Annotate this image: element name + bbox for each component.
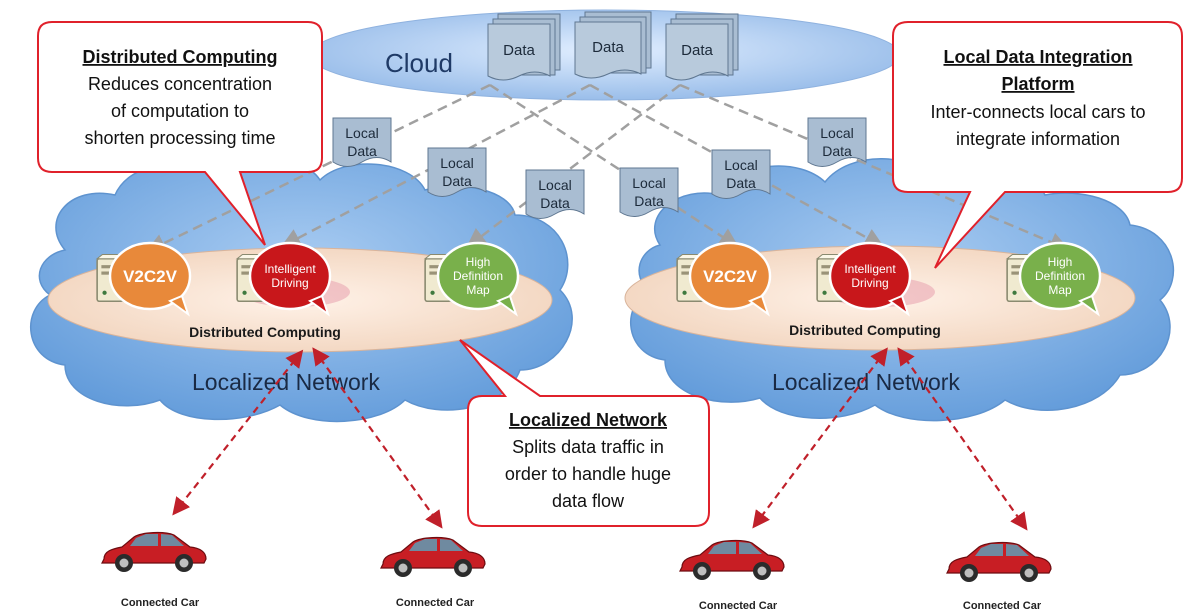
service-bubble-label: Intelligent bbox=[264, 262, 316, 276]
service-bubble-label: High bbox=[466, 255, 491, 269]
local-data-label: Data bbox=[540, 195, 570, 211]
data-doc-3: Data bbox=[665, 13, 739, 81]
service-bubble-label: Definition bbox=[453, 269, 503, 283]
service-bubble-label: Definition bbox=[1035, 269, 1085, 283]
network-name-right: Localized Network bbox=[772, 369, 960, 395]
data-doc-label: Data bbox=[592, 39, 624, 56]
car-label: Connected Car bbox=[121, 597, 200, 609]
callout-line: integrate information bbox=[956, 129, 1120, 149]
service-bubble-label: Driving bbox=[271, 276, 308, 290]
callout-line: Reduces concentration bbox=[88, 74, 272, 94]
car-icon bbox=[101, 531, 207, 573]
car-icon bbox=[946, 541, 1052, 583]
callout-localized-network: Localized Network Splits data traffic in… bbox=[459, 339, 710, 527]
service-bubble-label: Map bbox=[466, 283, 490, 297]
callout-local-data-integration: Local Data Integration Platform Inter-co… bbox=[892, 21, 1183, 269]
ring-label-right: Distributed Computing bbox=[789, 322, 941, 338]
callout-distributed-computing: Distributed Computing Reduces concentrat… bbox=[37, 21, 323, 246]
callout-title: Distributed Computing bbox=[83, 47, 278, 67]
ring-label-left: Distributed Computing bbox=[189, 324, 341, 340]
local-data-label: Local bbox=[820, 125, 853, 141]
service-bubble-label: High bbox=[1048, 255, 1073, 269]
callout-line: Inter-connects local cars to bbox=[930, 102, 1145, 122]
callout-line: of computation to bbox=[111, 101, 249, 121]
callout-line: shorten processing time bbox=[84, 128, 275, 148]
cloud-label: Cloud bbox=[385, 48, 453, 78]
local-data-label: Local bbox=[538, 177, 571, 193]
local-data-label: Local bbox=[440, 155, 473, 171]
callout-title: Platform bbox=[1001, 74, 1074, 94]
network-to-car-links bbox=[172, 347, 1028, 531]
data-doc-2: Data bbox=[574, 11, 652, 79]
car-label: Connected Car bbox=[396, 597, 475, 609]
service-bubble-label: Intelligent bbox=[844, 262, 896, 276]
local-data-label: Data bbox=[442, 173, 472, 189]
local-data-label: Data bbox=[822, 143, 852, 159]
local-data-label: Local bbox=[345, 125, 378, 141]
callout-title: Localized Network bbox=[509, 410, 668, 430]
callout-line: order to handle huge bbox=[505, 464, 671, 484]
service-bubble: V2C2V bbox=[108, 241, 192, 317]
car-label: Connected Car bbox=[699, 600, 778, 612]
service-bubble-label: Driving bbox=[851, 276, 888, 290]
car-icon bbox=[679, 539, 785, 581]
data-doc-1: Data bbox=[487, 13, 561, 81]
data-doc-label: Data bbox=[503, 42, 535, 59]
callout-line: Splits data traffic in bbox=[512, 437, 664, 457]
local-data-label: Local bbox=[632, 175, 665, 191]
local-data-label: Data bbox=[726, 175, 756, 191]
car-label: Connected Car bbox=[963, 600, 1042, 612]
local-data-label: Local bbox=[724, 157, 757, 173]
callout-title: Local Data Integration bbox=[943, 47, 1132, 67]
service-bubble-label: V2C2V bbox=[703, 267, 758, 286]
local-data-label: Data bbox=[347, 143, 377, 159]
service-bubble: V2C2V bbox=[688, 241, 772, 317]
car-icon bbox=[380, 536, 486, 578]
service-bubble-label: V2C2V bbox=[123, 267, 178, 286]
local-data-label: Data bbox=[634, 193, 664, 209]
service-bubble-label: Map bbox=[1048, 283, 1072, 297]
data-doc-label: Data bbox=[681, 42, 713, 59]
callout-line: data flow bbox=[552, 491, 625, 511]
